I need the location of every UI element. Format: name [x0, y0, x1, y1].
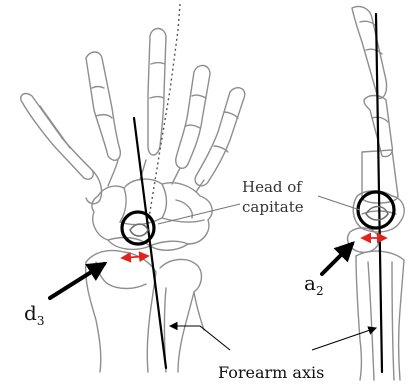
middle-finger-bone	[148, 29, 166, 156]
ring-finger-bone	[176, 65, 210, 168]
ulna-bone	[160, 259, 201, 372]
lateral-capitate-circle	[358, 192, 394, 228]
middle-finger-axis-dotted	[148, 4, 180, 224]
index-finger-bone	[86, 52, 120, 160]
lateral-finger-bones	[352, 6, 387, 98]
forearm-axis-leader-right	[312, 328, 376, 350]
thumb-bone	[21, 94, 94, 180]
a2-pointer-arrow	[322, 244, 352, 274]
head-of-capitate-label-line2: capitate	[242, 198, 304, 216]
d3-label: d3	[24, 301, 44, 328]
pa-hand-view	[21, 4, 245, 372]
d3-measurement-arrow	[122, 256, 148, 258]
forearm-axis-label: Forearm axis	[218, 363, 324, 382]
forearm-axis-leader-left	[170, 326, 230, 350]
head-of-capitate-label-line1: Head of	[242, 178, 303, 196]
d3-pointer-arrow	[50, 264, 104, 298]
little-finger-bone	[195, 88, 245, 186]
